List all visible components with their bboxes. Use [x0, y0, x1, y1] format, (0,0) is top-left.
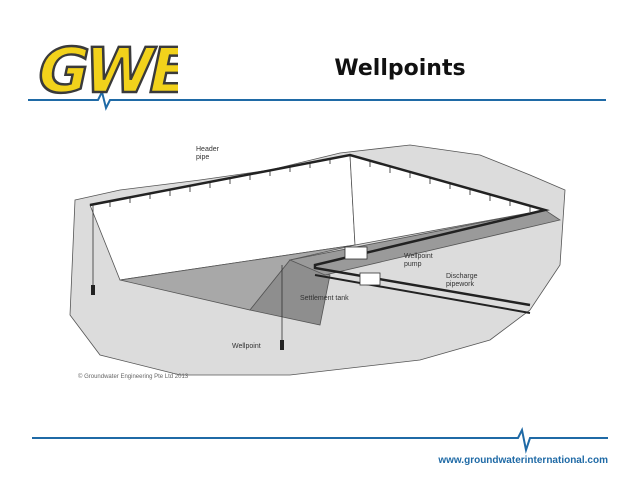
gwe-logo: GWE	[29, 34, 178, 104]
footer-rule	[32, 426, 608, 454]
discharge-pipe	[314, 274, 531, 314]
label-header-pipe: Header pipe	[196, 146, 219, 161]
label-wellpoint: Wellpoint	[232, 343, 261, 350]
header-pipe	[89, 153, 550, 307]
riser-marks	[109, 158, 531, 212]
label-discharge-pipework: Discharge pipework	[446, 273, 478, 288]
side-slope	[249, 259, 331, 326]
label-settlement-tank: Settlement tank	[300, 295, 349, 302]
copyright-text: © Groundwater Engineering Pte Ltd 2013	[78, 374, 189, 380]
page-title: Wellpoints	[334, 56, 466, 81]
wellpoint-pump	[344, 246, 368, 260]
svg-text:GWE: GWE	[31, 35, 178, 104]
website-url[interactable]: www.groundwaterinternational.com	[438, 455, 608, 466]
header-rule	[28, 89, 606, 111]
label-wellpoint-pump: Wellpoint pump	[404, 253, 433, 268]
settlement-tank	[359, 272, 381, 286]
wellpoint-diagram	[69, 144, 566, 376]
